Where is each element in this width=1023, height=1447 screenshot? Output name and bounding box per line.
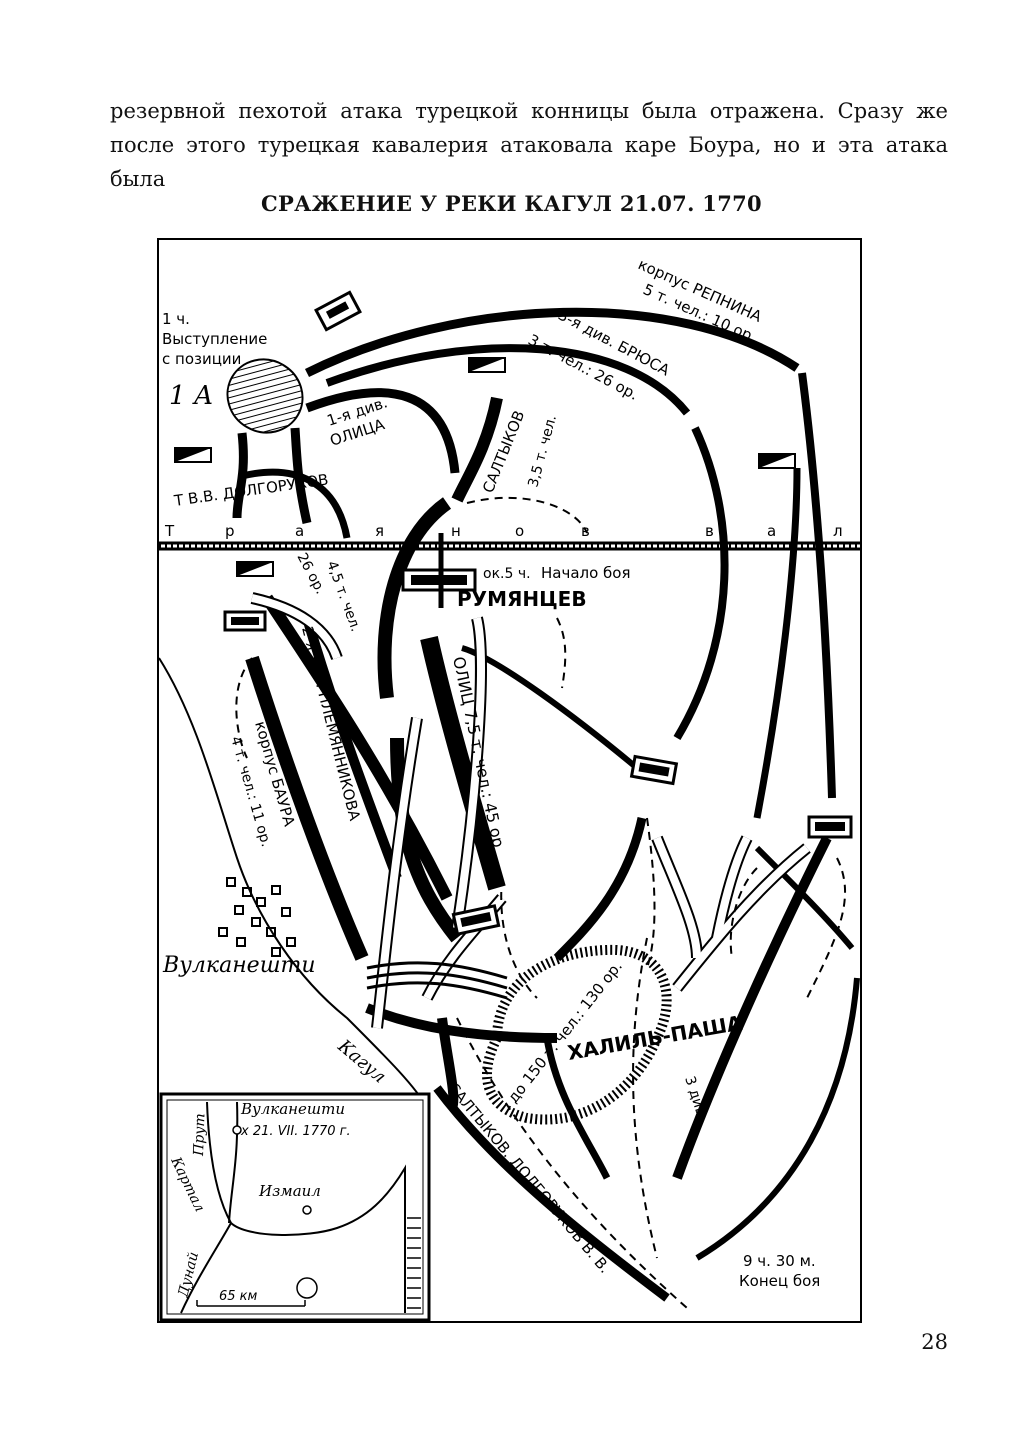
body-paragraph: резервной пехотой атака турецкой конницы… [110,94,948,196]
trajan-wall [159,541,860,551]
inset-label-prut: Прут [191,1113,209,1157]
label-nachalo: Начало боя [541,564,631,582]
turkish-camp [482,944,672,1125]
trajan-letter-2: р [225,522,235,540]
map-title: СРАЖЕНИЕ У РЕКИ КАГУЛ 21.07. 1770 [261,191,762,216]
village-vulkaneshti [218,877,296,957]
dashed-arrows [235,496,846,1309]
label-rumyancev: РУМЯНЦЕВ [457,587,587,611]
trajan-letter-10: л [833,522,843,540]
march-arrows [232,307,860,1302]
inset-label-date: х 21. VII. 1770 г. [240,1124,351,1139]
page-number: 28 [921,1330,948,1354]
label-vystuplenie: Выступление [162,330,267,348]
trajan-letter-8: в [705,522,714,540]
trajan-letter-3: а [295,522,304,540]
label-end-2: Конец боя [739,1272,820,1290]
inset-label-scale: 65 км [219,1289,258,1304]
entrenchment [366,961,508,1000]
trajan-letter-9: а [767,522,776,540]
label-ok5: ок.5 ч. [483,566,531,582]
battle-map: 1 ч. Выступление с позиции 1 А корпус РЕ… [157,238,862,1323]
inset-map: Вулканешти х 21. VII. 1770 г. Прут Карта… [159,1092,431,1322]
paragraph-line-1: резервной пехотой атака турецкой конницы… [110,99,948,123]
label-vulkaneshti: Вулканешти [162,953,316,978]
trajan-letter-1: Т [164,522,175,540]
paragraph-line-2: после этого турецкая кавалерия атаковала… [110,133,948,191]
label-end-1: 9 ч. 30 м. [743,1252,816,1270]
inset-label-izmail: Измаил [258,1182,321,1200]
label-s-pozicii: с позиции [162,350,241,368]
trajan-letter-7: в [581,522,590,540]
trajan-letter-6: о [515,522,524,540]
army-position [226,358,304,434]
trajan-letter-4: я [375,522,384,540]
label-1ch: 1 ч. [162,310,190,328]
inset-label-vulkaneshti: Вулканешти [240,1100,345,1118]
trajan-letter-5: н [451,522,461,540]
label-1a: 1 А [169,381,214,411]
